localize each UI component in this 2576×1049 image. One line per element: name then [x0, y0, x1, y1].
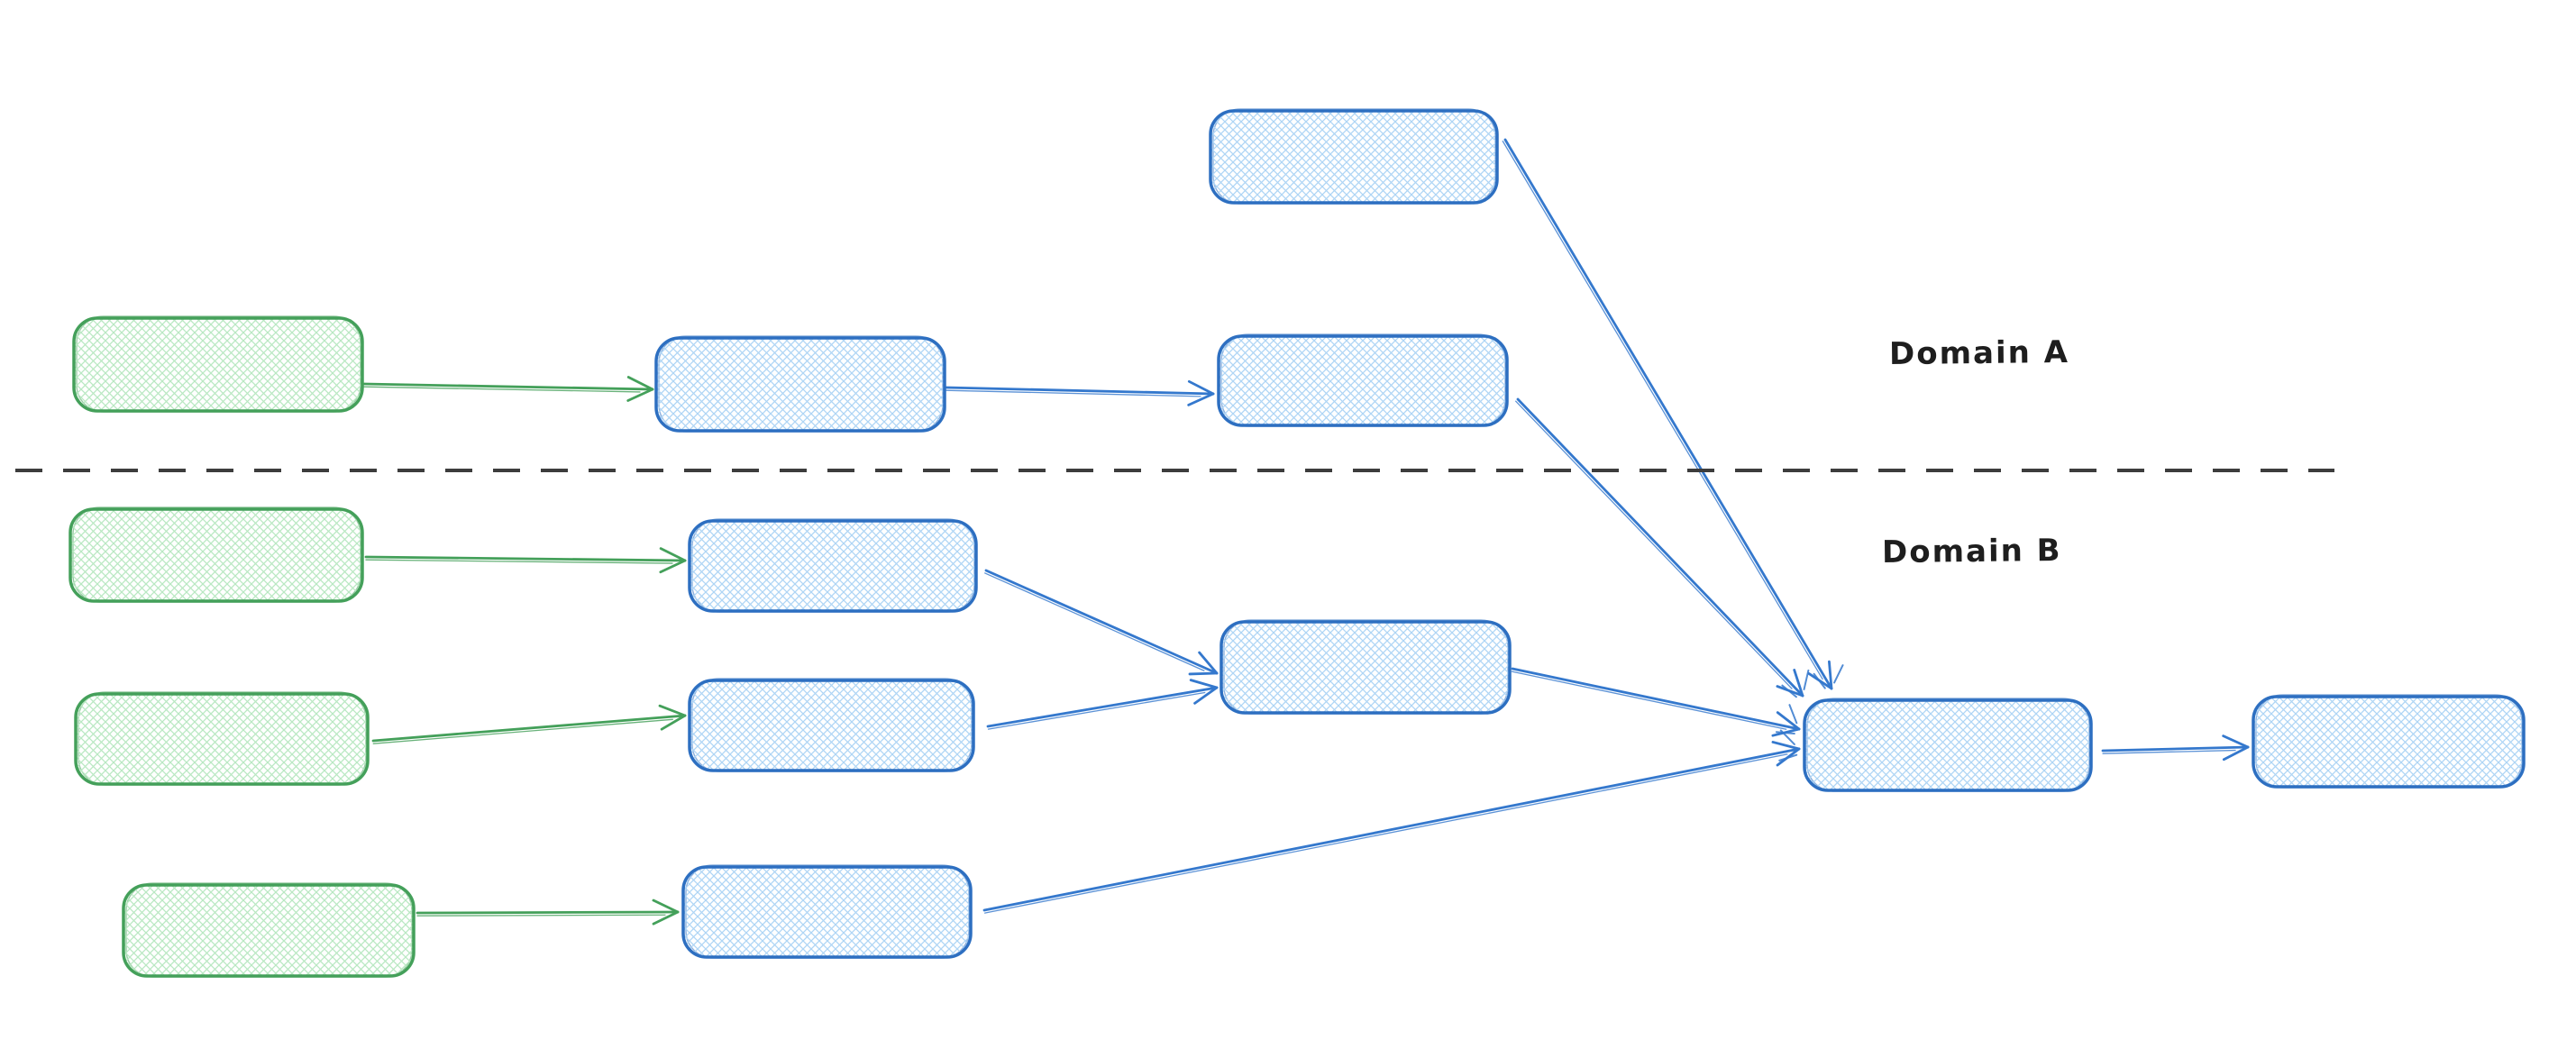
edge-top-source-to-converge-arrowhead: [1828, 660, 1833, 690]
node-a-input-box: [72, 316, 364, 413]
edge-converge-to-output-sketch-line: [2102, 749, 2236, 754]
edge-b-input-2-to-b-stage-2-arrowhead: [658, 704, 687, 717]
node-b-stage-1: [688, 518, 978, 613]
domain-b-label: Domain B: [1881, 532, 2062, 571]
node-b-input-3: [122, 882, 416, 978]
edge-a-stage-2-to-converge-line: [1516, 397, 1804, 698]
node-b-stage-3-box: [681, 865, 973, 959]
edge-a-input-to-a-stage-1-arrowhead: [626, 376, 654, 391]
edge-b-input-1-to-b-stage-1-sketch-line: [365, 559, 673, 564]
edge-b-stage-2-to-b-merge-arrowhead: [1193, 686, 1219, 705]
edge-b-merge-to-converge-arrowhead-sketch: [1788, 704, 1798, 725]
edge-b-input-3-to-b-stage-3-arrowhead: [652, 898, 680, 914]
edge-b-merge-to-converge-sketch-line: [1511, 670, 1787, 730]
edge-b-input-3-to-b-stage-3: [416, 898, 680, 926]
node-a-stage-1-box: [654, 336, 946, 433]
edge-a-stage-2-to-converge-arrowhead: [1793, 669, 1804, 698]
edge-top-source-to-converge-line: [1503, 138, 1833, 690]
node-output-box: [2252, 695, 2526, 789]
node-b-input-2: [74, 691, 370, 786]
edge-b-stage-1-to-b-merge-arrowhead: [1188, 671, 1219, 676]
edge-a-input-to-a-stage-1-sketch-line: [363, 386, 641, 393]
node-b-stage-2: [688, 678, 975, 772]
edge-b-input-1-to-b-stage-1-arrowhead: [659, 559, 687, 574]
node-output: [2252, 694, 2526, 789]
edge-b-stage-3-to-converge: [982, 729, 1801, 914]
edge-b-stage-2-to-b-merge-sketch-line: [987, 691, 1206, 730]
node-b-input-2-box: [74, 692, 370, 786]
edge-a-stage-1-to-a-stage-2: [945, 379, 1215, 406]
edge-b-input-2-to-b-stage-2-line: [371, 714, 687, 743]
edge-a-stage-1-to-a-stage-2-sketch-line: [945, 389, 1201, 397]
edge-b-stage-2-to-b-merge-line: [986, 686, 1219, 728]
edge-b-input-1-to-b-stage-1: [364, 547, 687, 574]
edge-b-stage-3-to-converge-arrowhead-sketch: [1779, 729, 1795, 745]
edge-b-input-2-to-b-stage-2-arrowhead: [660, 714, 687, 731]
edge-converge-to-output-line: [2101, 745, 2250, 753]
node-a-stage-1: [654, 335, 946, 433]
edge-a-input-to-a-stage-1-line: [362, 382, 654, 391]
edge-b-input-3-to-b-stage-3-arrowhead: [652, 910, 680, 926]
node-b-input-1: [69, 506, 364, 603]
edge-top-source-to-converge-arrowhead-sketch: [1833, 664, 1844, 684]
node-converge: [1803, 698, 2093, 792]
edge-b-stage-3-to-converge-arrowhead-sketch: [1778, 753, 1798, 762]
edge-a-stage-2-to-converge-arrowhead-sketch: [1781, 684, 1797, 698]
edge-a-input-to-a-stage-1-arrowhead: [626, 388, 654, 402]
edge-a-stage-2-to-converge-sketch-line: [1515, 400, 1793, 689]
edge-b-stage-1-to-b-merge-sketch-line: [984, 572, 1205, 671]
edge-a-stage-1-to-a-stage-2-line: [945, 386, 1215, 396]
edge-b-merge-to-converge-line: [1511, 667, 1801, 731]
edge-b-stage-3-to-converge-sketch-line: [983, 753, 1788, 914]
node-top-source: [1209, 108, 1499, 205]
edge-a-stage-1-to-a-stage-2-arrowhead: [1187, 379, 1215, 396]
edge-converge-to-output-arrowhead: [2222, 734, 2250, 749]
edges-layer: [362, 138, 2250, 926]
edge-b-stage-2-to-b-merge: [986, 679, 1219, 730]
node-b-stage-1-box: [688, 519, 978, 613]
edge-b-input-3-to-b-stage-3-sketch-line: [416, 914, 666, 917]
edge-a-stage-1-to-a-stage-2-arrowhead: [1187, 392, 1215, 406]
edge-converge-to-output: [2101, 734, 2250, 762]
edge-b-stage-1-to-b-merge: [984, 569, 1219, 676]
edge-b-stage-1-to-b-merge-line: [984, 569, 1219, 675]
edge-b-stage-3-to-converge-line: [982, 747, 1801, 912]
edge-b-stage-3-to-converge-arrowhead: [1771, 741, 1801, 751]
node-b-stage-2-box: [688, 679, 975, 772]
node-b-input-3-box: [122, 883, 416, 978]
edge-b-merge-to-converge-arrowhead-sketch: [1775, 731, 1795, 735]
edge-b-stage-1-to-b-merge-arrowhead: [1198, 651, 1219, 675]
nodes-layer: [69, 108, 2526, 978]
edge-top-source-to-converge-sketch-line: [1502, 140, 1823, 680]
edge-b-input-3-to-b-stage-3-line: [416, 910, 680, 915]
edge-b-input-1-to-b-stage-1-arrowhead: [659, 547, 687, 562]
node-b-merge: [1219, 619, 1512, 715]
node-a-input: [72, 315, 364, 413]
edge-b-input-1-to-b-stage-1-line: [364, 555, 687, 562]
node-b-input-1-box: [69, 507, 364, 603]
node-a-stage-2-box: [1217, 334, 1509, 427]
edge-a-input-to-a-stage-1: [362, 376, 654, 402]
node-converge-box: [1803, 698, 2093, 792]
node-a-stage-2: [1217, 333, 1509, 427]
edge-converge-to-output-arrowhead: [2222, 745, 2250, 762]
edge-b-input-2-to-b-stage-2: [371, 704, 687, 744]
edge-top-source-to-converge: [1502, 138, 1844, 690]
edge-top-source-to-converge-arrowhead-sketch: [1813, 672, 1826, 689]
edge-a-stage-2-to-converge-arrowhead-sketch: [1803, 669, 1810, 690]
node-top-source-box: [1209, 109, 1499, 205]
edge-b-merge-to-converge: [1511, 667, 1801, 737]
edge-b-merge-to-converge-arrowhead: [1776, 711, 1801, 731]
node-b-stage-3: [681, 864, 973, 959]
edge-b-input-2-to-b-stage-2-sketch-line: [372, 718, 673, 744]
domain-a-label: Domain A: [1888, 333, 2070, 373]
node-b-merge-box: [1219, 620, 1512, 715]
edge-a-stage-2-to-converge: [1515, 397, 1810, 698]
edge-b-stage-2-to-b-merge-arrowhead: [1189, 679, 1219, 689]
